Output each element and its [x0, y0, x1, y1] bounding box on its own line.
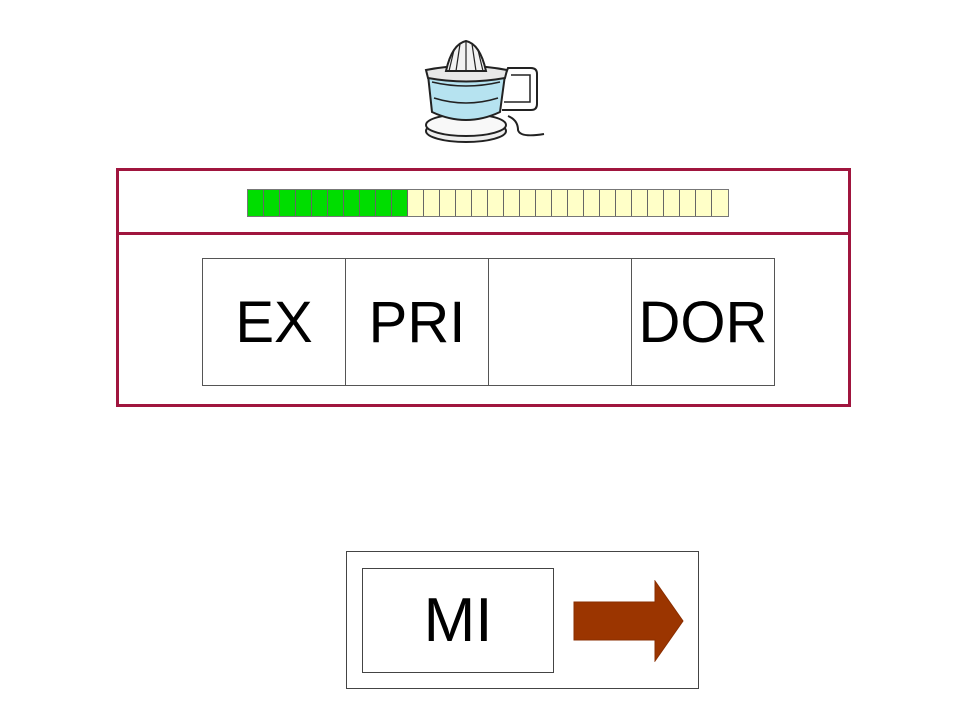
progress-segment-pending — [456, 190, 472, 216]
progress-segment-complete — [280, 190, 296, 216]
syllable-slot-4: DOR — [631, 258, 775, 386]
progress-segment-pending — [584, 190, 600, 216]
progress-segment-pending — [648, 190, 664, 216]
progress-segment-pending — [664, 190, 680, 216]
progress-segment-pending — [520, 190, 536, 216]
progress-segment-complete — [376, 190, 392, 216]
progress-segment-pending — [680, 190, 696, 216]
progress-segment-pending — [488, 190, 504, 216]
progress-segment-complete — [312, 190, 328, 216]
progress-bar — [247, 189, 729, 217]
syllable-slot-2: PRI — [345, 258, 489, 386]
syllable-option-button[interactable]: MI — [362, 568, 554, 673]
progress-segment-pending — [696, 190, 712, 216]
progress-segment-pending — [616, 190, 632, 216]
syllable-slots: EX PRI DOR — [202, 258, 775, 386]
progress-segment-pending — [600, 190, 616, 216]
progress-segment-pending — [632, 190, 648, 216]
progress-segment-complete — [392, 190, 408, 216]
right-arrow-icon[interactable] — [573, 580, 685, 662]
progress-segment-pending — [440, 190, 456, 216]
progress-segment-pending — [552, 190, 568, 216]
progress-segment-complete — [248, 190, 264, 216]
answer-panel: MI — [346, 551, 699, 689]
progress-segment-complete — [344, 190, 360, 216]
progress-segment-complete — [360, 190, 376, 216]
progress-segment-pending — [536, 190, 552, 216]
exercise-panel: EX PRI DOR — [116, 168, 851, 407]
progress-segment-pending — [472, 190, 488, 216]
citrus-juicer-icon — [424, 39, 545, 143]
progress-segment-complete — [328, 190, 344, 216]
syllable-slot-1: EX — [202, 258, 346, 386]
syllable-slot-empty[interactable] — [488, 258, 632, 386]
progress-segment-pending — [424, 190, 440, 216]
progress-segment-pending — [504, 190, 520, 216]
progress-segment-complete — [296, 190, 312, 216]
progress-segment-pending — [408, 190, 424, 216]
progress-segment-pending — [712, 190, 728, 216]
progress-segment-pending — [568, 190, 584, 216]
panel-divider — [119, 232, 848, 235]
progress-segment-complete — [264, 190, 280, 216]
